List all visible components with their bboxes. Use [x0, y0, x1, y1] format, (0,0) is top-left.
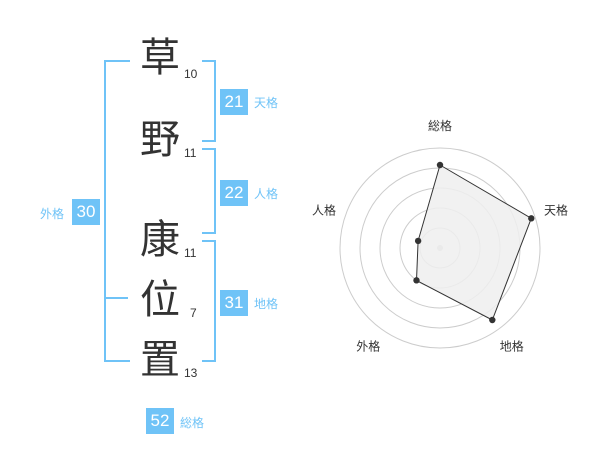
- radar-point-5: [414, 237, 422, 245]
- jinkaku-label: 人格: [254, 187, 279, 201]
- outer-bracket-mid-tick: [104, 297, 128, 299]
- name-char-3: 康: [140, 217, 180, 263]
- chikaku-value: 31: [220, 290, 248, 316]
- radar-axis-label-1: 総格: [428, 118, 452, 133]
- name-char-2: 野: [140, 117, 180, 163]
- jinkaku-bracket: [202, 148, 216, 234]
- stroke-count-4: 7: [190, 306, 197, 320]
- radar-point-4: [413, 277, 420, 284]
- radar-point-3: [489, 316, 496, 324]
- tenkaku-bracket: [202, 60, 216, 142]
- stroke-count-3: 11: [184, 246, 197, 260]
- stroke-count-1: 10: [184, 67, 198, 81]
- stroke-count-2: 11: [184, 146, 197, 160]
- soukaku-label: 総格: [180, 416, 205, 430]
- radar-point-2: [528, 215, 535, 222]
- radar-polygon: [415, 164, 532, 321]
- radar-axis-label-3: 地格: [500, 339, 524, 354]
- gaikaku-label: 外格: [40, 207, 65, 221]
- stroke-count-5: 13: [184, 366, 198, 380]
- soukaku-value: 52: [146, 408, 174, 434]
- tenkaku-label: 天格: [254, 96, 279, 110]
- radar-grid-ring-5: [339, 147, 541, 349]
- chikaku-bracket: [202, 240, 216, 362]
- jinkaku-value: 22: [220, 180, 248, 206]
- tenkaku-value: 21: [220, 89, 248, 115]
- radar-point-1: [436, 161, 444, 169]
- name-char-4: 位: [140, 277, 180, 323]
- chikaku-label: 地格: [254, 297, 279, 311]
- name-char-1: 草: [140, 35, 180, 81]
- radar-axis-label-5: 人格: [312, 202, 336, 217]
- outer-bracket: [104, 60, 130, 362]
- radar-axis-label-2: 天格: [544, 202, 568, 217]
- radar-points: [413, 161, 535, 324]
- radar-axis-label-4: 外格: [356, 339, 380, 354]
- name-char-5: 置: [140, 337, 180, 383]
- gaikaku-value: 30: [72, 199, 100, 225]
